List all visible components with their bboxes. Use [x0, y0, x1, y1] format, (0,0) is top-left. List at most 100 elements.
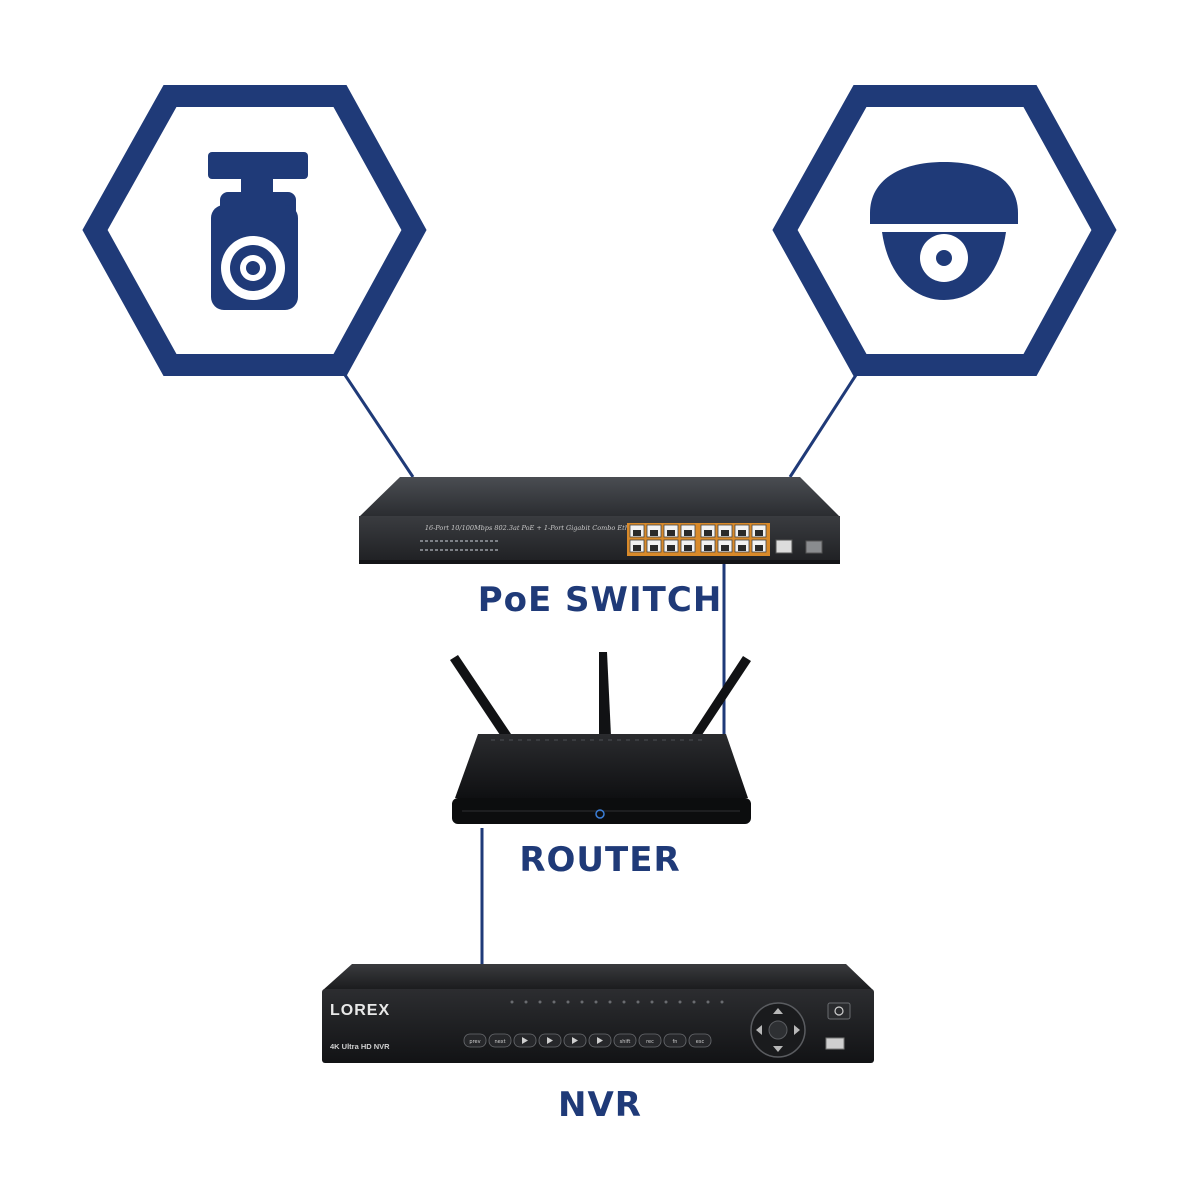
router-power-led	[595, 809, 605, 819]
switch-port-socket	[667, 530, 675, 536]
switch-status-led	[435, 549, 438, 551]
switch-status-led	[455, 540, 458, 542]
nvr-button-label: fn	[673, 1039, 678, 1045]
switch-status-led	[490, 540, 493, 542]
dome-camera-hexagon	[772, 85, 1117, 376]
nvr-indicator-dot	[622, 1000, 626, 1004]
nvr-button-label: prev	[469, 1039, 480, 1045]
nvr-usb-port	[825, 1037, 845, 1050]
switch-status-led	[475, 549, 478, 551]
switch-status-led	[430, 540, 433, 542]
nvr-indicator-dot	[538, 1000, 542, 1004]
switch-status-led	[450, 549, 453, 551]
nvr-navigation-pad	[750, 1002, 806, 1058]
switch-status-led	[485, 549, 488, 551]
router-vent-slot	[617, 739, 621, 741]
switch-status-led	[450, 540, 453, 542]
switch-status-led	[445, 540, 448, 542]
router-vent-slot	[608, 739, 612, 741]
connection-lines	[343, 374, 858, 965]
bullet-camera-hexagon	[82, 85, 427, 376]
switch-status-led	[425, 549, 428, 551]
nvr-indicator-dot	[552, 1000, 556, 1004]
router-vent-slot	[698, 739, 702, 741]
switch-status-led	[440, 549, 443, 551]
switch-status-led	[490, 549, 493, 551]
nvr-indicator-dot	[608, 1000, 612, 1004]
switch-status-led	[485, 540, 488, 542]
switch-port-socket	[721, 545, 729, 551]
nvr-indicator-dot	[720, 1000, 724, 1004]
router-vent-slot	[599, 739, 603, 741]
switch-port-socket	[738, 530, 746, 536]
nvr-indicator-dot	[650, 1000, 654, 1004]
switch-port-socket	[738, 545, 746, 551]
nvr-front-button	[488, 1033, 512, 1048]
switch-uplink-port	[775, 539, 793, 554]
nvr-indicator-dot	[678, 1000, 682, 1004]
switch-status-led	[430, 549, 433, 551]
router-vent-slot	[563, 739, 567, 741]
switch-status-led	[465, 549, 468, 551]
switch-port-socket	[633, 530, 641, 536]
switch-port-socket	[755, 545, 763, 551]
dome-camera-icon	[870, 162, 1018, 300]
nvr-button-glyph	[572, 1037, 578, 1044]
nvr-button-label: rec	[646, 1039, 654, 1045]
line-bullet-camera-to-switch	[343, 374, 415, 478]
nvr-indicator-dot	[692, 1000, 696, 1004]
router-vent-slot	[491, 739, 495, 741]
switch-port-socket	[633, 545, 641, 551]
switch-sfp-port	[805, 540, 823, 554]
router-vent-slot	[536, 739, 540, 741]
nvr-indicator-dot	[566, 1000, 570, 1004]
switch-port-socket	[684, 530, 692, 536]
nvr-front-button	[638, 1033, 662, 1048]
switch-status-led	[465, 540, 468, 542]
nvr-indicator-dot	[664, 1000, 668, 1004]
router-vent-slot	[590, 739, 594, 741]
nvr-indicator-dot	[510, 1000, 514, 1004]
nvr-label: NVR	[558, 1085, 642, 1125]
router-vent-slot	[518, 739, 522, 741]
router-vent-slot	[644, 739, 648, 741]
nvr-front-button	[463, 1033, 487, 1048]
bullet-camera-icon	[208, 152, 308, 310]
switch-model-text: 16-Port 10/100Mbps 802.3at PoE + 1-Port …	[425, 524, 671, 532]
switch-status-led	[435, 540, 438, 542]
nvr-button-glyph	[547, 1037, 553, 1044]
router-vent-slot	[662, 739, 666, 741]
nvr-button-glyph	[522, 1037, 528, 1044]
router-vent-slot	[527, 739, 531, 741]
switch-port-socket	[650, 545, 658, 551]
router-vent-slot	[554, 739, 558, 741]
nvr-front-button	[688, 1033, 712, 1048]
nvr-brand-logo: LOREX	[330, 1002, 390, 1019]
wifi-router	[450, 652, 751, 824]
nvr-indicator-dot	[706, 1000, 710, 1004]
router-vent-slot	[545, 739, 549, 741]
switch-status-led	[460, 549, 463, 551]
nvr-button-row: prev next shift rec fn esc	[463, 1033, 712, 1048]
nvr-indicator-dot	[594, 1000, 598, 1004]
router-vent-slot	[509, 739, 513, 741]
router-vent-slot	[689, 739, 693, 741]
router-vent-slot	[626, 739, 630, 741]
switch-status-led	[480, 549, 483, 551]
nvr-button-label: next	[494, 1039, 505, 1045]
switch-status-led	[495, 540, 498, 542]
nvr-button-label: shift	[620, 1039, 631, 1045]
switch-status-led	[480, 540, 483, 542]
switch-port-socket	[650, 530, 658, 536]
nvr-indicator-row	[510, 1000, 724, 1004]
nvr-button-label: esc	[696, 1039, 705, 1045]
router-vent-slot	[500, 739, 504, 741]
nvr-button-glyph	[597, 1037, 603, 1044]
switch-port-block	[627, 523, 770, 556]
router-vent-slot	[653, 739, 657, 741]
switch-led-panel	[420, 540, 498, 551]
switch-port-socket	[755, 530, 763, 536]
